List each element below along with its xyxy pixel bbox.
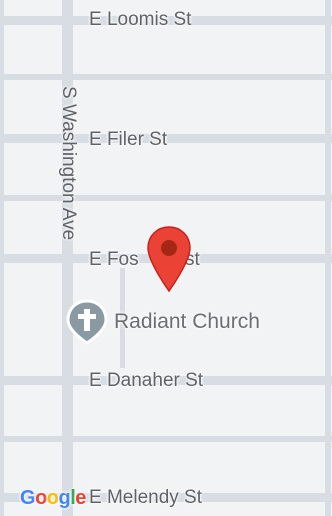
road-melendy [0,493,332,502]
poi-radiant-church[interactable]: Radiant Church [63,298,303,345]
street-label-foster-prefix: E Fos [89,249,139,270]
poi-label: Radiant Church [114,310,260,333]
road-danaher [0,376,332,385]
street-label-melendy: E Melendy St [89,487,202,508]
street-label-danaher: E Danaher St [89,370,204,391]
road-right-edge [325,0,331,516]
road-loomis [0,16,332,25]
google-logo-letter: o [35,487,47,509]
cross-icon [66,299,108,345]
google-logo: Google [20,488,86,508]
google-logo-letter: o [46,487,59,509]
map-pin-icon[interactable] [145,225,193,293]
street-label-washington: S Washington Ave [58,86,79,241]
google-logo-letter: l [70,487,76,509]
street-label-filer: E Filer St [89,129,168,150]
street-label-loomis: E Loomis St [89,9,192,30]
google-logo-letter: e [75,487,86,509]
google-logo-letter: G [20,487,36,509]
road-filer [0,134,332,143]
google-logo-letter: g [58,487,71,509]
road-minor-1 [0,74,332,80]
road-left-edge [0,0,4,516]
road-washington [62,0,73,516]
road-alley [120,268,125,368]
road-minor-3 [0,436,332,442]
road-minor-2 [0,195,332,201]
